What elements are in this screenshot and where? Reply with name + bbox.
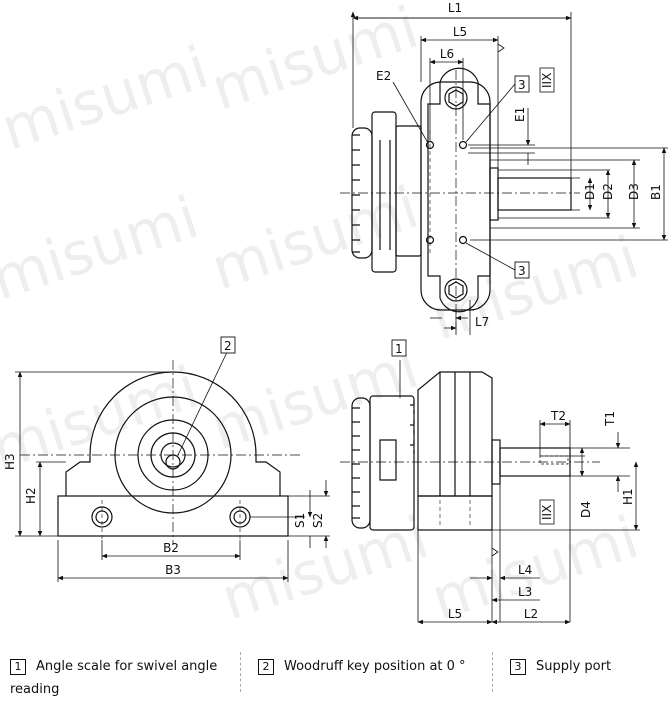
dim-L7: L7 (475, 315, 489, 329)
dim-L6: L6 (440, 47, 454, 61)
dim-D1: D1 (583, 183, 597, 200)
legend-number: 2 (258, 659, 274, 675)
watermark: misumi (0, 183, 206, 313)
technical-drawing: misumi misumi misumi misumi misumi misum… (0, 0, 668, 633)
side-view (340, 371, 600, 531)
front-view-dimensions (15, 349, 330, 582)
datum-symbol: IIX (540, 73, 554, 88)
side-view-labels: T2 T1 D4 H1 L4 L3 L5 L2 IIX 1 (391, 339, 635, 621)
dim-D4: D4 (579, 501, 593, 518)
datum-symbol: IIX (540, 505, 554, 520)
dim-S1: S1 (293, 513, 307, 528)
legend-divider (492, 652, 494, 692)
dim-H3: H3 (3, 453, 17, 470)
front-view-labels: H3 H2 B2 B3 S1 S2 2 (3, 336, 325, 577)
dim-T1: T1 (603, 411, 617, 427)
callout-3: 3 (518, 78, 526, 92)
dim-S2: S2 (311, 513, 325, 528)
dim-H1: H1 (621, 488, 635, 505)
legend-divider (240, 652, 242, 692)
watermark: misumi (203, 0, 426, 123)
dim-L5: L5 (448, 607, 462, 621)
dim-L3: L3 (518, 585, 532, 599)
dim-L5: L5 (453, 25, 467, 39)
callout-1: 1 (395, 342, 403, 356)
dim-L1: L1 (448, 1, 462, 15)
watermark: misumi (0, 33, 216, 163)
top-view-dimensions (353, 12, 668, 335)
dim-E1: E1 (513, 107, 527, 122)
dim-B2: B2 (163, 541, 179, 555)
top-view (340, 67, 580, 330)
dim-L4: L4 (518, 563, 532, 577)
side-view-dimensions (399, 360, 640, 625)
watermark: misumi (203, 173, 426, 303)
legend-item-2: 2 Woodruff key position at 0 ° (258, 656, 488, 679)
legend-number: 3 (510, 659, 526, 675)
legend-number: 1 (10, 659, 26, 675)
legend-text: Angle scale for swivel angle reading (10, 659, 218, 697)
dim-T2: T2 (550, 409, 566, 423)
dim-B1: B1 (649, 184, 663, 200)
legend-text: Supply port (536, 659, 612, 674)
dim-L2: L2 (524, 607, 538, 621)
legend-item-3: 3 Supply port (510, 656, 660, 679)
top-view-labels: L1 L5 L6 E2 E1 L7 D1 D2 D3 B1 IIX 3 3 (376, 1, 663, 329)
callout-3: 3 (518, 264, 526, 278)
legend-text: Woodruff key position at 0 ° (284, 659, 466, 674)
dim-E2: E2 (376, 69, 391, 83)
front-view (20, 360, 300, 545)
watermark: misumi (423, 223, 646, 353)
dim-D3: D3 (627, 183, 641, 200)
watermark-layer: misumi misumi misumi misumi misumi misum… (0, 0, 646, 633)
dim-D2: D2 (601, 183, 615, 200)
callout-2: 2 (224, 339, 232, 353)
dim-B3: B3 (165, 563, 181, 577)
dim-H2: H2 (24, 487, 38, 504)
